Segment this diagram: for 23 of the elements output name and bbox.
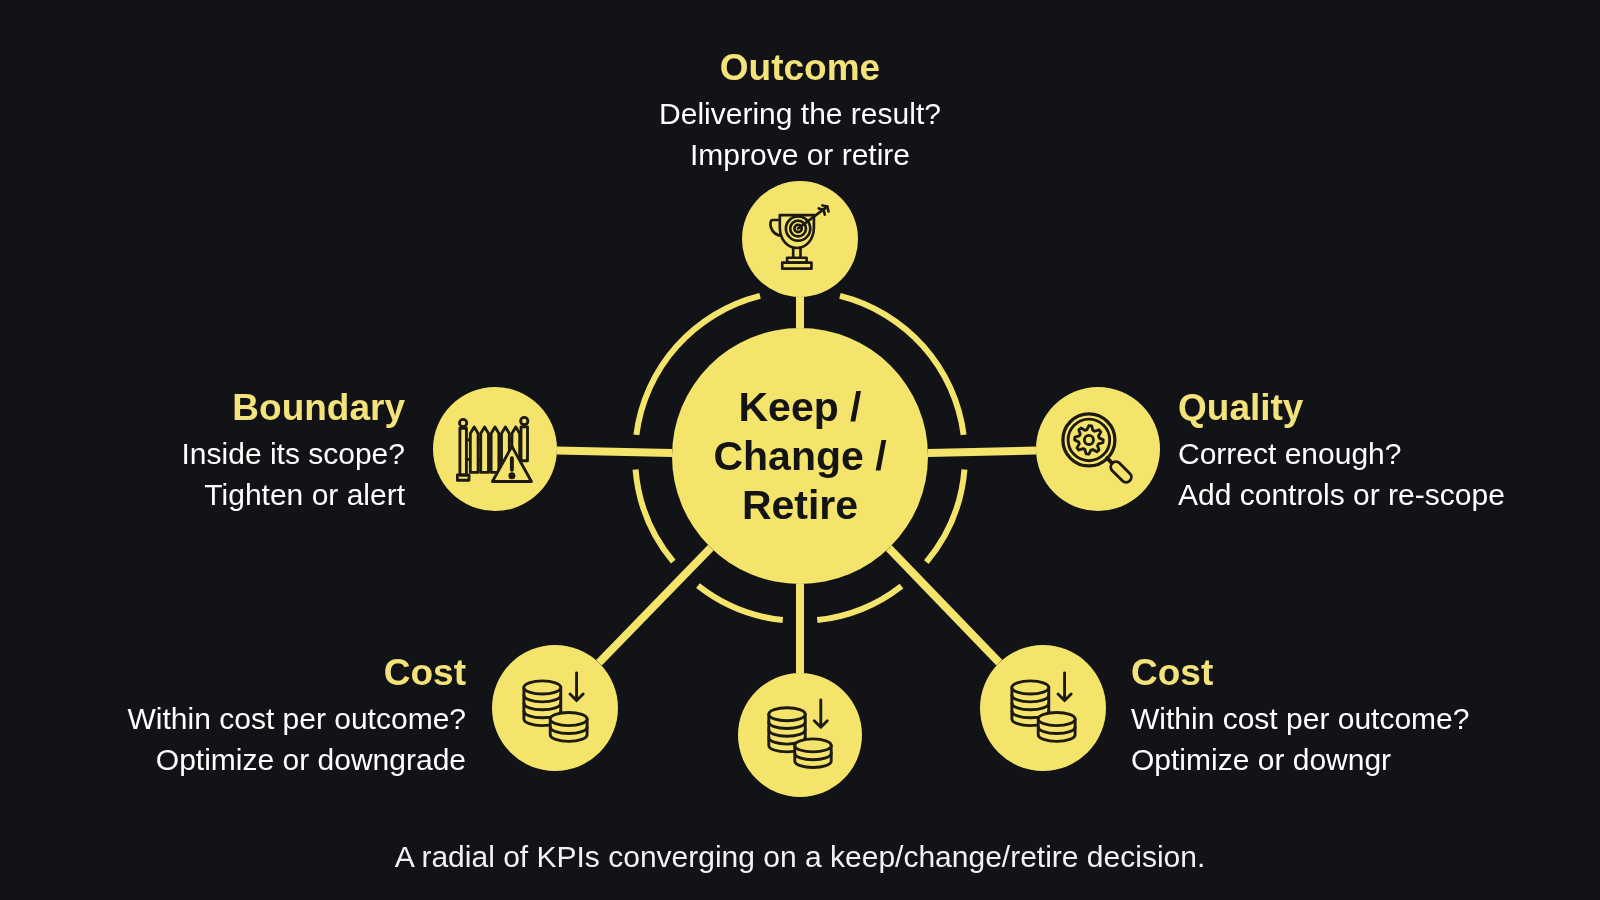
kpi-question: Within cost per outcome?: [1131, 701, 1470, 737]
kpi-question: Correct enough?: [1178, 436, 1402, 472]
spoke-line: [885, 545, 1003, 666]
spoke-line: [596, 545, 714, 666]
kpi-heading: Quality: [1178, 386, 1304, 430]
kpi-heading: Outcome: [719, 46, 881, 90]
decision-label: Keep / Change / Retire: [712, 382, 888, 530]
kpi-question: Inside its scope?: [181, 436, 405, 472]
spoke-line: [927, 446, 1037, 457]
kpi-action: Optimize or downgr: [1131, 742, 1392, 778]
kpi-heading: Cost: [1131, 651, 1214, 695]
kpi-action: Tighten or alert: [204, 477, 405, 513]
kpi-heading: Cost: [383, 651, 466, 695]
kpi-question: Delivering the result?: [659, 96, 941, 132]
kpi-action: Improve or retire: [689, 137, 911, 173]
spoke-line: [796, 584, 804, 673]
spoke-line: [796, 297, 804, 328]
kpi-heading: Boundary: [232, 386, 405, 430]
kpi-action: Add controls or re-scope: [1178, 477, 1505, 513]
kpi-action: Optimize or downgrade: [155, 742, 466, 778]
spoke-line: [556, 446, 673, 458]
caption: A radial of KPIs converging on a keep/change/retire decision.: [394, 839, 1206, 875]
kpi-question: Within cost per outcome?: [127, 701, 466, 737]
